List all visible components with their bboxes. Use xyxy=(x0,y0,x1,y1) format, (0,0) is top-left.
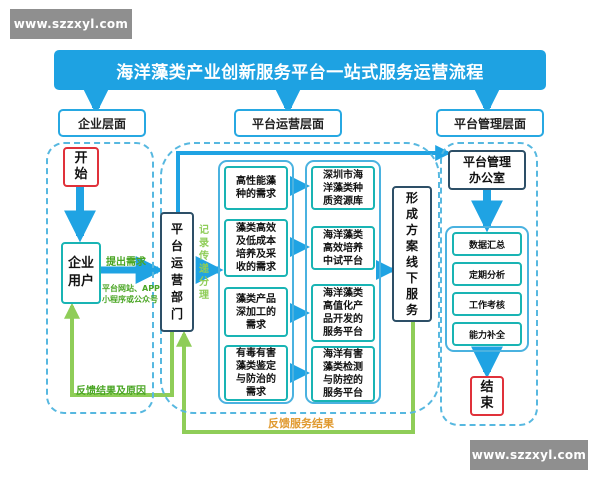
need-node-4: 有毒有害 藻类鉴定 与防治的 需求 xyxy=(224,345,288,401)
services-column xyxy=(305,160,381,404)
label-submit-request: 提出需求 xyxy=(106,257,146,268)
section-platform-ops: 平台运营层面 xyxy=(234,109,342,137)
needs-column xyxy=(218,160,294,404)
service-node-1: 深圳市海 洋藻类种 质资源库 xyxy=(311,166,375,210)
enterprise-group xyxy=(46,142,154,414)
mgmt-steps-column xyxy=(445,226,529,352)
section-enterprise: 企业层面 xyxy=(58,109,146,137)
mgmt-office-node: 平台管理 办公室 xyxy=(448,150,526,190)
diagram-title: 海洋藻类产业创新服务平台一站式服务运营流程 xyxy=(54,50,546,90)
section-platform-mgmt: 平台管理层面 xyxy=(436,109,544,137)
need-node-2: 藻类高效 及低成本 培养及采 收的需求 xyxy=(224,219,288,277)
enterprise-user-node: 企业 用户 xyxy=(61,242,101,304)
mgmt-group xyxy=(440,142,538,426)
step-capability-completion: 能力补全 xyxy=(452,322,522,346)
arrow-feedback-to-user xyxy=(64,302,174,397)
step-data-summary: 数据汇总 xyxy=(452,232,522,256)
service-node-2: 海洋藻类 高效培养 中试平台 xyxy=(311,226,375,270)
start-node: 开 始 xyxy=(63,147,99,187)
step-regular-analysis: 定期分析 xyxy=(452,262,522,286)
step-work-assessment: 工作考核 xyxy=(452,292,522,316)
end-node: 结 束 xyxy=(470,376,504,416)
service-node-3: 海洋藻类 高值化产 品开发的 服务平台 xyxy=(311,284,375,342)
need-node-1: 高性能藻 种的需求 xyxy=(224,166,288,210)
label-channels: 平台网站、APP 小程序或公众号 xyxy=(102,284,160,304)
watermark-bottom: www.szzxyl.com xyxy=(470,440,588,470)
label-record-transfer: 记 录 传 递 分 理 xyxy=(199,225,209,301)
ops-department-node: 平 台 运 营 部 门 xyxy=(160,212,194,332)
label-feedback-service: 反馈服务结果 xyxy=(268,417,334,430)
offline-service-plan-node: 形 成 方 案 线 下 服 务 xyxy=(392,186,432,322)
watermark-top: www.szzxyl.com xyxy=(10,9,132,39)
need-node-3: 藻类产品 深加工的 需求 xyxy=(224,287,288,337)
label-feedback-result: 反馈结果及原因 xyxy=(76,386,146,397)
service-node-4: 海洋有害 藻类检测 与防控的 服务平台 xyxy=(311,346,375,402)
